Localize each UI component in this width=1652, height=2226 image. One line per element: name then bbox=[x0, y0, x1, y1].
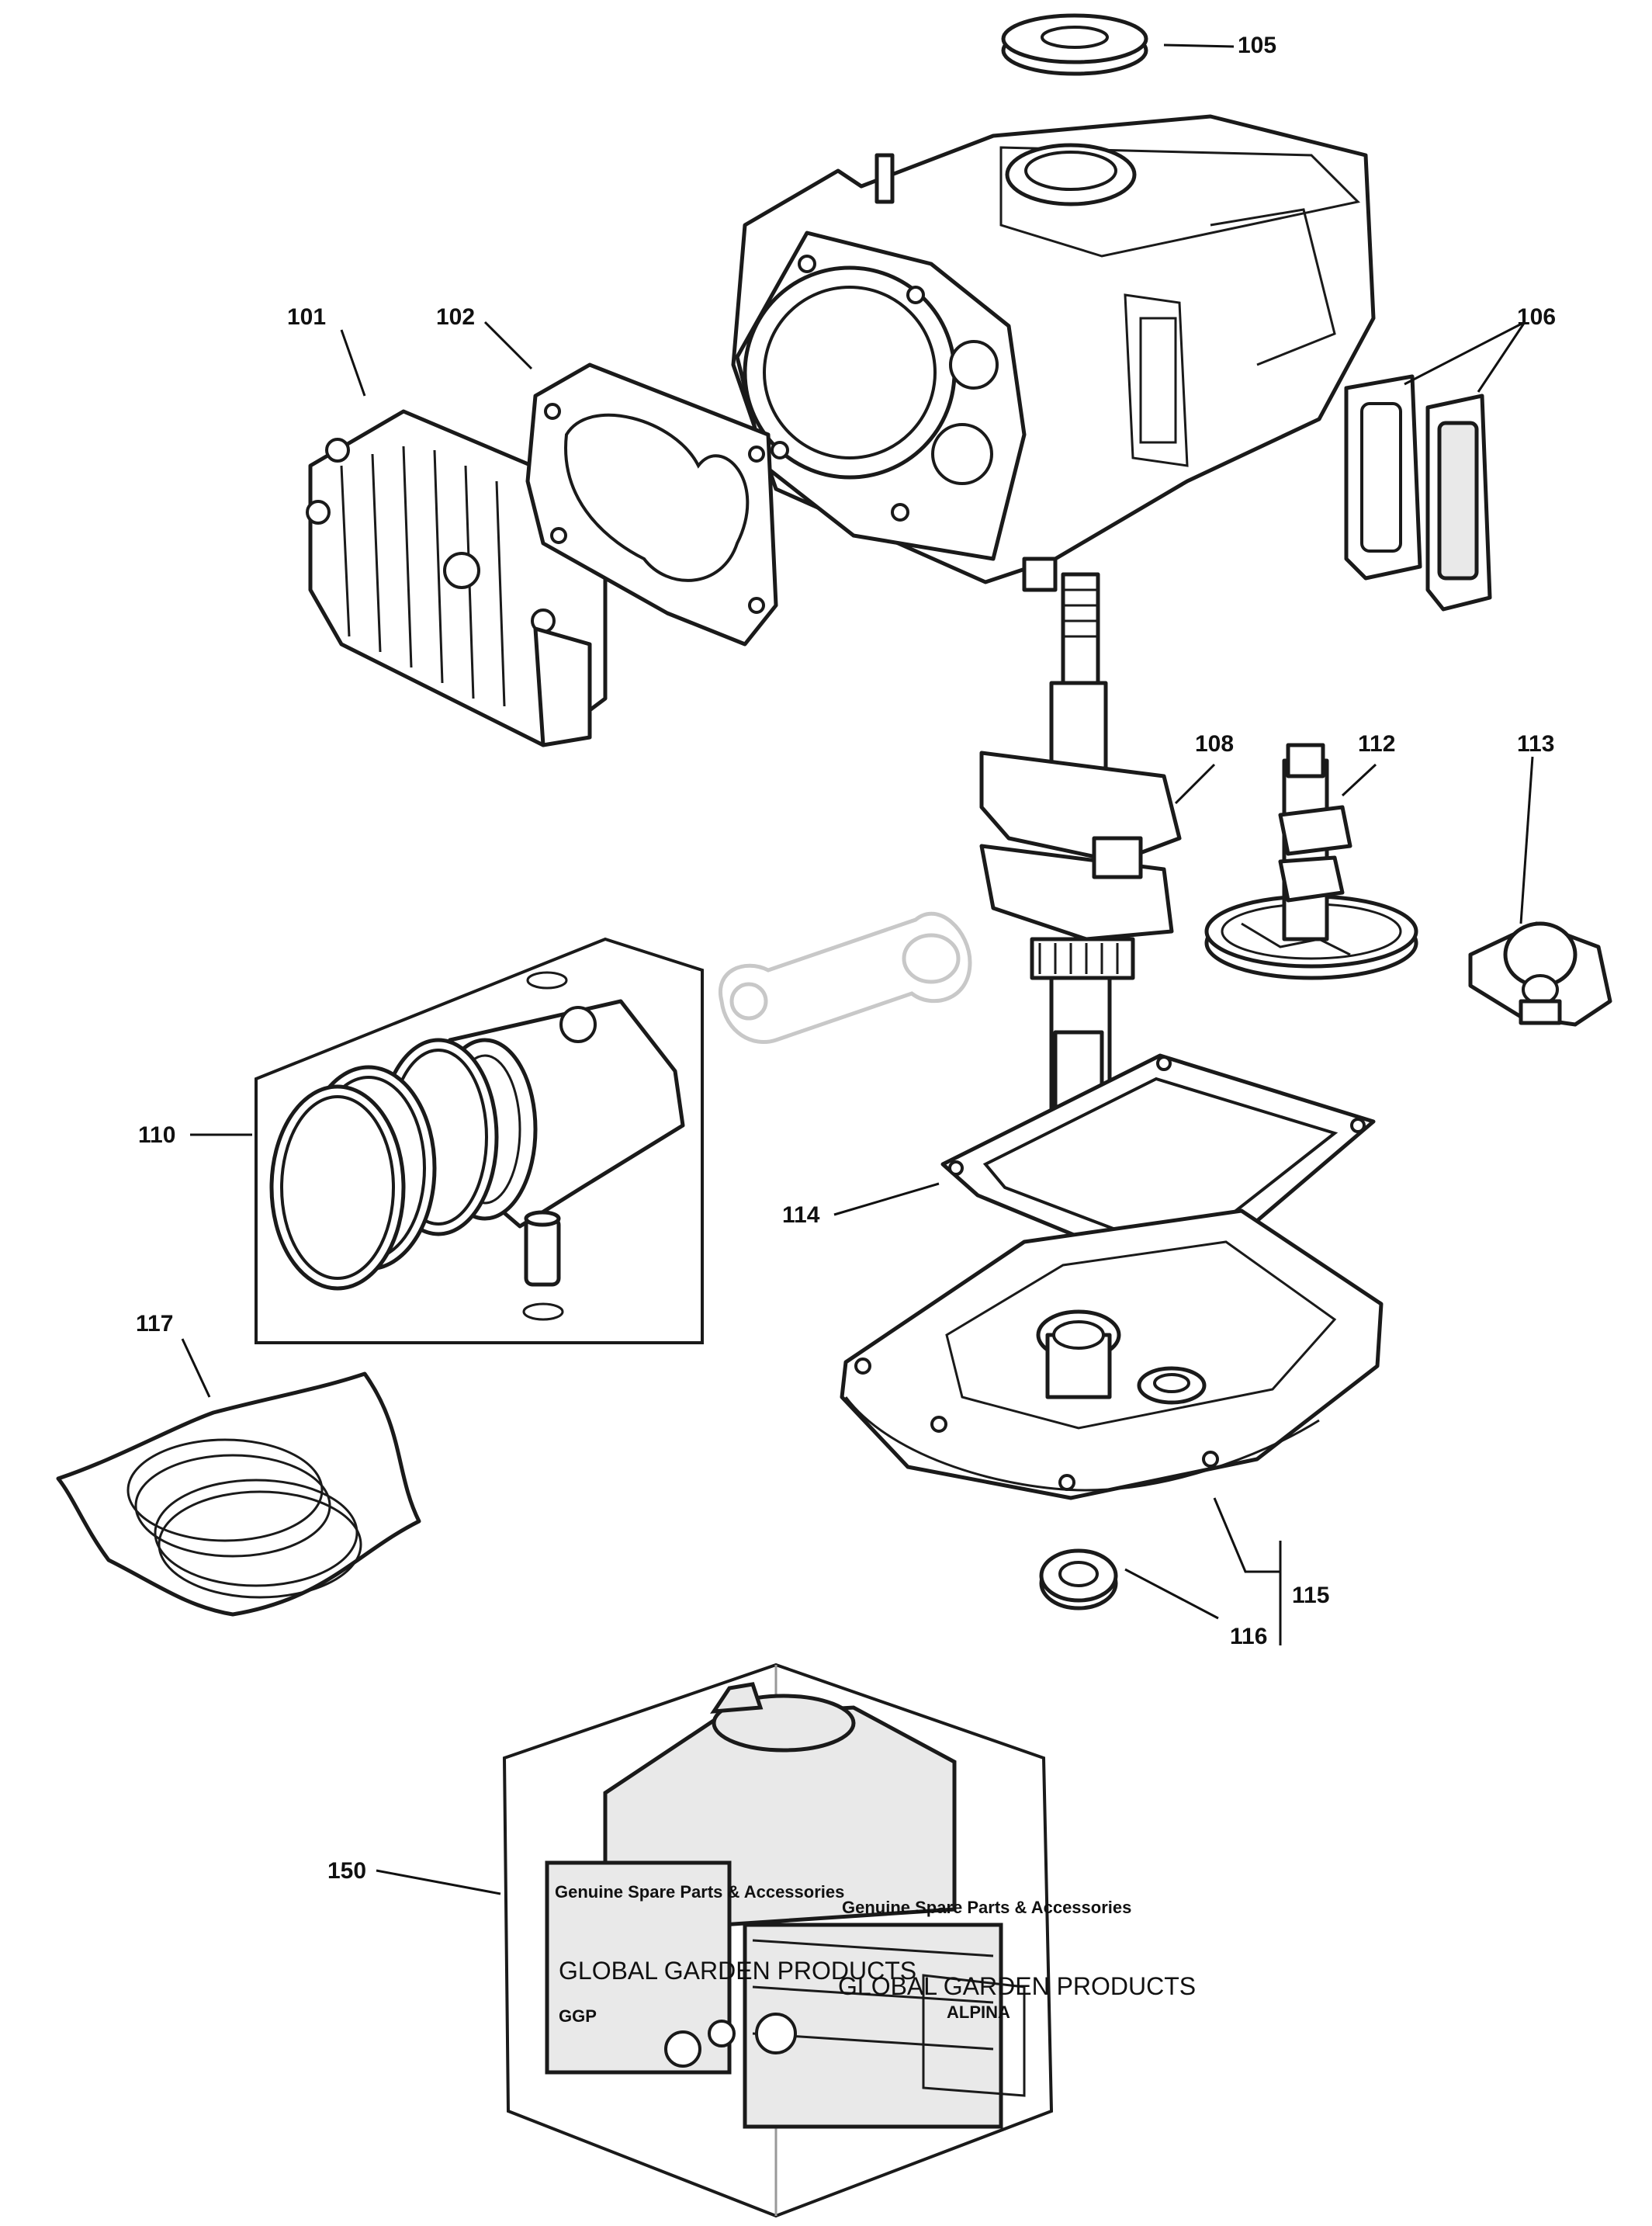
part-117-piston-ring-set[interactable] bbox=[56, 1371, 421, 1617]
leader-150 bbox=[376, 1869, 501, 1895]
callout-112: 112 bbox=[1358, 731, 1395, 757]
leader-113 bbox=[1519, 756, 1534, 924]
package-label-right: Genuine Spare Parts & Accessories bbox=[842, 1898, 1131, 1917]
callout-110: 110 bbox=[138, 1122, 175, 1148]
part-112-camshaft[interactable] bbox=[1204, 743, 1418, 980]
callout-116: 116 bbox=[1230, 1624, 1267, 1649]
callout-101: 101 bbox=[287, 304, 326, 330]
callout-106: 106 bbox=[1517, 304, 1556, 330]
leader-106a bbox=[1404, 321, 1526, 386]
callout-102: 102 bbox=[436, 304, 475, 330]
package-brand-right: GLOBAL GARDEN PRODUCTS bbox=[838, 1972, 1196, 2000]
callout-105: 105 bbox=[1238, 33, 1276, 58]
crankcase-block[interactable] bbox=[731, 114, 1376, 592]
leader-106b bbox=[1477, 321, 1526, 393]
leader-lines bbox=[181, 43, 1534, 1895]
callout-114: 114 bbox=[782, 1202, 820, 1228]
connecting-rod[interactable] bbox=[718, 911, 972, 1045]
callout-150: 150 bbox=[327, 1858, 366, 1884]
part-108-crankshaft[interactable] bbox=[979, 572, 1182, 1143]
package-label-left: Genuine Spare Parts & Accessories bbox=[555, 1882, 844, 1902]
package-logo-b: ALPINA bbox=[947, 2002, 1010, 2022]
callout-108: 108 bbox=[1195, 731, 1234, 757]
leader-101 bbox=[340, 329, 366, 397]
part-114-base-gasket[interactable] bbox=[940, 1053, 1376, 1252]
callout-113: 113 bbox=[1517, 731, 1554, 757]
package-brand-left: GLOBAL GARDEN PRODUCTS bbox=[559, 1957, 916, 1985]
part-150-engine-package[interactable]: Genuine Spare Parts & Accessories Genuin… bbox=[502, 1663, 1196, 2218]
part-105-oil-seal[interactable] bbox=[1001, 13, 1148, 76]
callout-115: 115 bbox=[1292, 1583, 1329, 1608]
leader-102 bbox=[483, 321, 533, 370]
part-113-governor-assembly[interactable] bbox=[1468, 921, 1612, 1027]
callout-117: 117 bbox=[136, 1311, 173, 1337]
leader-115 bbox=[1213, 1497, 1280, 1573]
part-106-gasket-set[interactable] bbox=[1344, 374, 1492, 612]
leader-116 bbox=[1124, 1568, 1219, 1620]
part-116-oil-seal[interactable] bbox=[1039, 1548, 1118, 1611]
leader-114 bbox=[833, 1182, 940, 1216]
leader-117 bbox=[181, 1338, 211, 1398]
part-102-head-gasket[interactable] bbox=[525, 362, 778, 647]
package-logo-a: GGP bbox=[559, 2006, 597, 2026]
part-110-piston-kit[interactable] bbox=[255, 937, 704, 1344]
leader-105 bbox=[1163, 43, 1235, 48]
leader-112 bbox=[1341, 763, 1377, 797]
callout-labels: 105 101 102 106 108 112 113 110 117 114 … bbox=[136, 33, 1556, 1884]
part-115-crankcase-cover[interactable] bbox=[840, 1208, 1384, 1500]
leader-108 bbox=[1174, 763, 1216, 805]
